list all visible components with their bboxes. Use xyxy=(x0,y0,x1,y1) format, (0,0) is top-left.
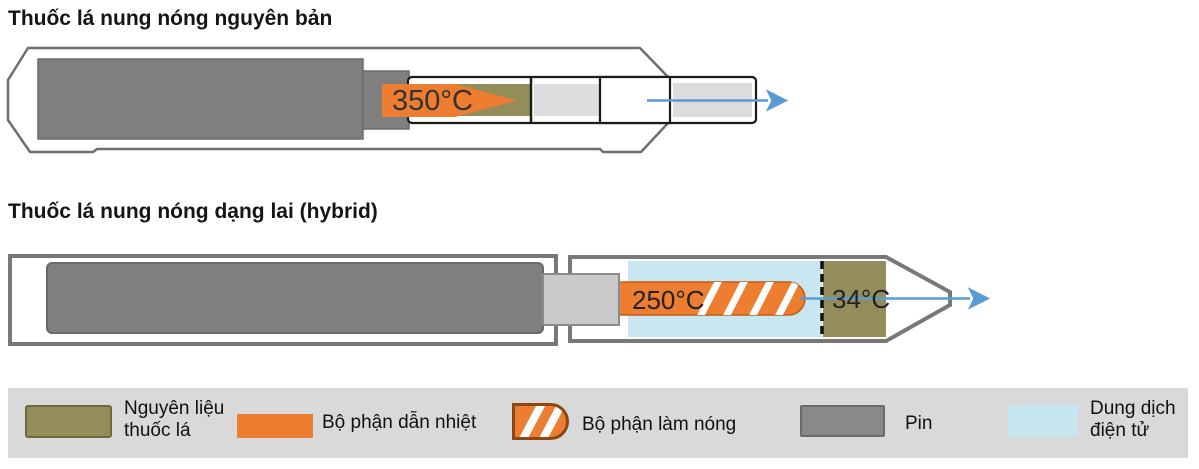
battery-connector xyxy=(542,273,620,326)
heat-arrow xyxy=(382,84,517,117)
heater-temperature-label: 250°C xyxy=(632,285,705,315)
heater-stripes xyxy=(696,282,801,315)
legend-bar: Nguyên liệu thuốc lá Bộ phận dẫn nhiệt B… xyxy=(8,388,1188,458)
heat-conductor-swatch xyxy=(237,414,313,438)
battery-swatch xyxy=(800,405,885,437)
heater-label: Bộ phận làm nóng xyxy=(582,414,737,435)
heat-temperature-label: 350°C xyxy=(392,85,473,117)
mouth-end-temperature-label: 34°C xyxy=(832,284,890,314)
e-liquid-swatch xyxy=(1008,405,1078,437)
original-device-diagram: 350°C xyxy=(6,46,789,154)
tobacco-material-swatch xyxy=(25,405,112,438)
heater-swatch xyxy=(512,403,569,440)
hybrid-device-diagram: 250°C 34°C xyxy=(8,254,991,346)
tobacco-material-label: Nguyên liệu thuốc lá xyxy=(124,398,225,442)
battery xyxy=(37,58,364,140)
e-liquid-label: Dung dịch điện tử xyxy=(1090,398,1176,442)
filter-section-1 xyxy=(534,84,599,116)
battery-label: Pin xyxy=(905,413,933,434)
heat-conductor-label: Bộ phận dẫn nhiệt xyxy=(322,412,477,433)
hybrid-device-title: Thuốc lá nung nóng dạng lai (hybrid) xyxy=(8,200,378,223)
original-device-title: Thuốc lá nung nóng nguyên bản xyxy=(8,7,333,30)
battery xyxy=(46,262,544,334)
